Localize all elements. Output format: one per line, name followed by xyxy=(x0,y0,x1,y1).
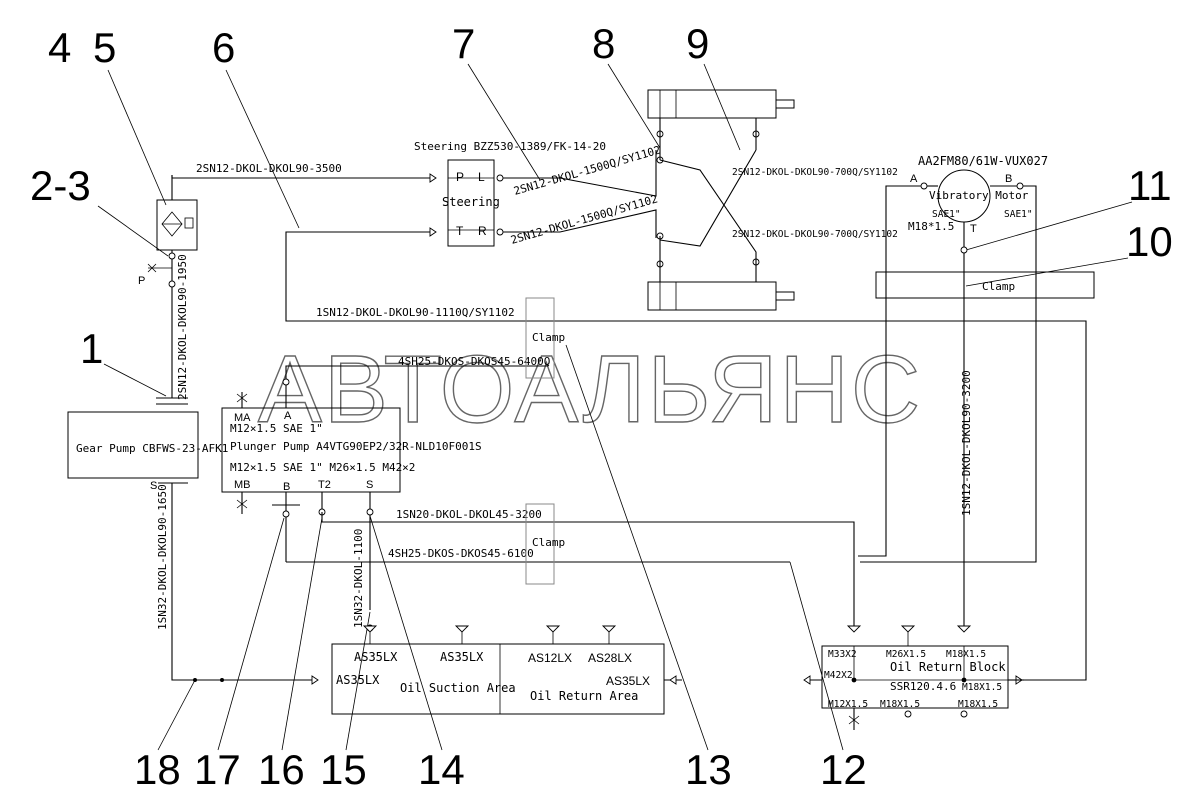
hose-motor-return: 1SN12-DKOL-DKOL90-3200 xyxy=(960,370,973,516)
motor-thread: M18*1.5 xyxy=(908,220,954,233)
block-m18-top: M18X1.5 xyxy=(946,649,986,660)
tank-return-area: Oil Return Area xyxy=(530,689,638,703)
plunger-port-ma: MA xyxy=(234,412,251,424)
clamp-lower: Clamp xyxy=(525,503,565,585)
callout-10: 10 xyxy=(1126,218,1173,265)
plunger-port-t2: T2 xyxy=(318,479,331,491)
motor-sae-left: SAE1" xyxy=(932,209,961,220)
filter-port-p: P xyxy=(138,275,145,287)
block-m42: M42X2 xyxy=(824,670,853,681)
steering-port-p: P xyxy=(456,170,464,184)
hose-gear-suction: 1SN32-DKOL-DKOL90-1650 xyxy=(156,484,169,630)
callout-15: 15 xyxy=(320,746,367,793)
motor-port-a: A xyxy=(910,173,918,185)
block-code: SSR120.4.6 xyxy=(890,680,956,693)
steering-title: Steering BZZ530-1389/FK-14-20 xyxy=(414,140,606,153)
callout-11: 11 xyxy=(1128,162,1172,209)
hose-plunger-suction: 1SN32-DKOL-1100 xyxy=(352,529,365,628)
block-m26: M26X1.5 xyxy=(886,649,926,660)
leader-lines xyxy=(97,63,1133,751)
motor-port-b: B xyxy=(1005,173,1012,185)
motor-model: AA2FM80/61W-VUX027 xyxy=(918,154,1048,168)
callout-16: 16 xyxy=(258,746,305,793)
oil-tank: AS35LX AS35LX AS35LX Oil Suction Area AS… xyxy=(311,625,682,715)
plunger-pump: MA A M12×1.5 SAE 1" Plunger Pump A4VTG90… xyxy=(221,372,482,610)
callout-17: 17 xyxy=(194,746,241,793)
block-m18-br: M18X1.5 xyxy=(958,699,998,710)
plunger-port-s: S xyxy=(366,479,373,491)
callout-12: 12 xyxy=(820,746,867,793)
tank-as12: AS12LX xyxy=(528,651,572,665)
hose-pressure: 4SH25-DKOS-DKOS45-6100 xyxy=(388,547,534,560)
tank-suction-area: Oil Suction Area xyxy=(400,681,516,695)
vibratory-motor: AA2FM80/61W-VUX027 Vibratory Motor A B S… xyxy=(858,154,1048,630)
block-m18-bl: M18X1.5 xyxy=(880,699,920,710)
callout-14: 14 xyxy=(418,746,465,793)
steering-unit: Steering BZZ530-1389/FK-14-20 P L Steeri… xyxy=(414,140,606,247)
callout-9: 9 xyxy=(686,20,709,67)
plunger-port-a: A xyxy=(284,410,292,422)
clamp-upper: Clamp xyxy=(525,297,565,379)
tank-as35-b: AS35LX xyxy=(440,650,484,664)
steering-cylinders xyxy=(647,89,795,311)
tank-as35-right: AS35LX xyxy=(606,674,650,688)
motor-name: Vibratory Motor xyxy=(929,189,1029,202)
hose-suction-main: 4SH25-DKOS-DKOS45-6400Q xyxy=(398,355,550,368)
block-m12: M12X1.5 xyxy=(828,699,868,710)
clamp-right-label: Clamp xyxy=(982,280,1015,293)
filter-assembly: P xyxy=(138,175,198,398)
clamp-upper-label: Clamp xyxy=(532,331,565,344)
steering-name: Steering xyxy=(442,195,500,209)
plunger-port-b: B xyxy=(283,481,290,493)
oil-return-block: M33X2 M26X1.5 M18X1.5 Oil Return Block M… xyxy=(803,625,1024,730)
callout-13: 13 xyxy=(685,746,732,793)
motor-port-t: T xyxy=(970,223,977,235)
gear-pump: Gear Pump CBFWS-23-AFK1 S xyxy=(67,397,228,492)
tank-as35-a: AS35LX xyxy=(354,650,398,664)
callout-6: 6 xyxy=(212,24,235,71)
callout-4: 4 xyxy=(48,24,71,71)
hose-filter-to-steering: 2SN12-DKOL-DKOL90-3500 xyxy=(196,162,342,175)
callout-7: 7 xyxy=(452,20,475,67)
hose-drain: 1SN20-DKOL-DKOL45-3200 xyxy=(396,508,542,521)
block-name: Oil Return Block xyxy=(890,660,1006,674)
gear-pump-port-s: S xyxy=(150,480,157,492)
callout-18: 18 xyxy=(134,746,181,793)
hose-cyl-lower: 2SN12-DKOL-DKOL90-700Q/SY1102 xyxy=(732,229,898,240)
hose-return-line: 1SN12-DKOL-DKOL90-1110Q/SY1102 xyxy=(316,306,515,319)
hose-pump-feed: 2SN12-DKOL-DKOL90-1950 xyxy=(176,254,189,400)
hose-steer-r: 2SN12-DKOL-1500Q/SY1102 xyxy=(509,192,659,246)
plunger-thread-top: M12×1.5 SAE 1" xyxy=(230,422,323,435)
plunger-threads-row: M12×1.5 SAE 1" M26×1.5 M42×2 xyxy=(230,461,415,474)
callout-8: 8 xyxy=(592,20,615,67)
callout-5: 5 xyxy=(93,24,116,71)
watermark: АВТОАЛЬЯНС xyxy=(258,336,922,443)
block-m33: M33X2 xyxy=(828,649,857,660)
clamp-right: Clamp xyxy=(875,271,1095,299)
block-m18-right: M18X1.5 xyxy=(962,682,1002,693)
plunger-port-mb: MB xyxy=(234,479,251,491)
tank-as35-left: AS35LX xyxy=(336,673,380,687)
steering-port-r: R xyxy=(478,224,487,238)
hose-cyl-upper: 2SN12-DKOL-DKOL90-700Q/SY1102 xyxy=(732,167,898,178)
steering-port-t: T xyxy=(456,224,464,238)
motor-sae-right: SAE1" xyxy=(1004,209,1033,220)
tank-as28: AS28LX xyxy=(588,651,632,665)
steering-port-l: L xyxy=(478,170,485,184)
plunger-pump-label: Plunger Pump A4VTG90EP2/32R-NLD10F001S xyxy=(230,440,482,453)
callout-1: 1 xyxy=(80,325,103,372)
clamp-lower-label: Clamp xyxy=(532,536,565,549)
callout-2-3: 2-3 xyxy=(30,162,91,209)
gear-pump-label: Gear Pump CBFWS-23-AFK1 xyxy=(76,442,228,455)
